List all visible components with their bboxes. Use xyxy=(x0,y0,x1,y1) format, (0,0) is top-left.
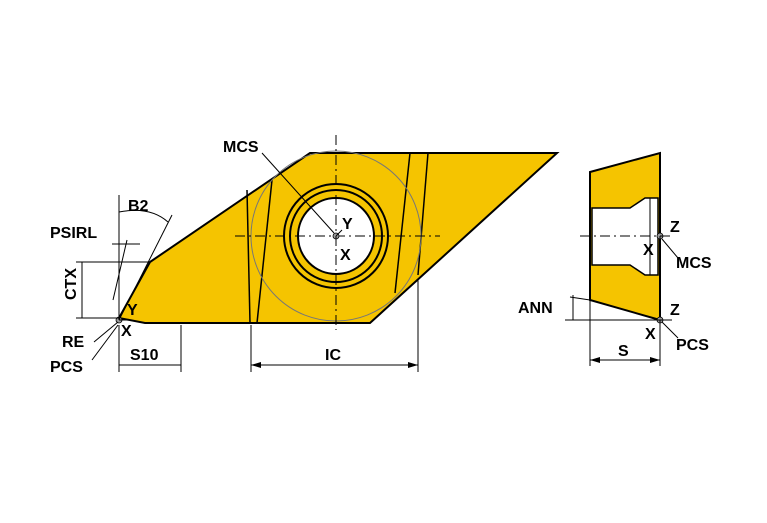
s-arrow-left xyxy=(590,357,600,363)
ctx-label: CTX xyxy=(63,268,80,300)
facet-line-right-b xyxy=(417,152,429,276)
facet-line-right-a xyxy=(394,152,411,294)
y-tip-label: Y xyxy=(127,302,138,319)
z-mcs-label: Z xyxy=(670,219,680,236)
y-center-label: Y xyxy=(342,216,353,233)
side-view: Z X MCS Z X PCS ANN S xyxy=(518,151,712,366)
re-leader xyxy=(93,321,119,343)
pcs-label-side: PCS xyxy=(676,337,709,354)
x-pcs-label: X xyxy=(645,326,656,343)
mcs-side-leader xyxy=(661,238,679,259)
facet-line-left-b xyxy=(256,179,273,324)
center-y-arrow xyxy=(335,229,343,237)
facet-line-left-a xyxy=(246,189,251,324)
mcs-label-side: MCS xyxy=(676,255,712,272)
mcs-leader xyxy=(261,152,335,234)
ic-arrow-right xyxy=(408,362,418,368)
s10-label: S10 xyxy=(130,347,159,364)
top-view: MCS Y X xyxy=(117,135,560,330)
re-label: RE xyxy=(62,334,85,351)
x-center-label: X xyxy=(340,247,351,264)
pcs-leader-left xyxy=(91,324,119,361)
psirl-label: PSIRL xyxy=(50,225,97,242)
s-arrow-right xyxy=(650,357,660,363)
x-mcs-label: X xyxy=(643,242,654,259)
psirl-edge-line xyxy=(112,239,128,301)
ann-label: ANN xyxy=(518,300,553,317)
b2-edge-ext xyxy=(118,214,173,321)
ic-arrow-left xyxy=(251,362,261,368)
tip-dimensions: Y X B2 PSIRL CTX RE PCS S10 IC xyxy=(50,195,419,376)
b2-arc xyxy=(118,209,169,223)
b2-label: B2 xyxy=(128,198,149,215)
z-pcs-label: Z xyxy=(670,302,680,319)
pcs-side-leader xyxy=(661,321,679,339)
x-tip-label: X xyxy=(121,323,132,340)
ic-label: IC xyxy=(325,347,341,364)
mcs-label-top: MCS xyxy=(223,139,259,156)
pcs-label-left: PCS xyxy=(50,359,83,376)
s-label: S xyxy=(618,343,629,360)
